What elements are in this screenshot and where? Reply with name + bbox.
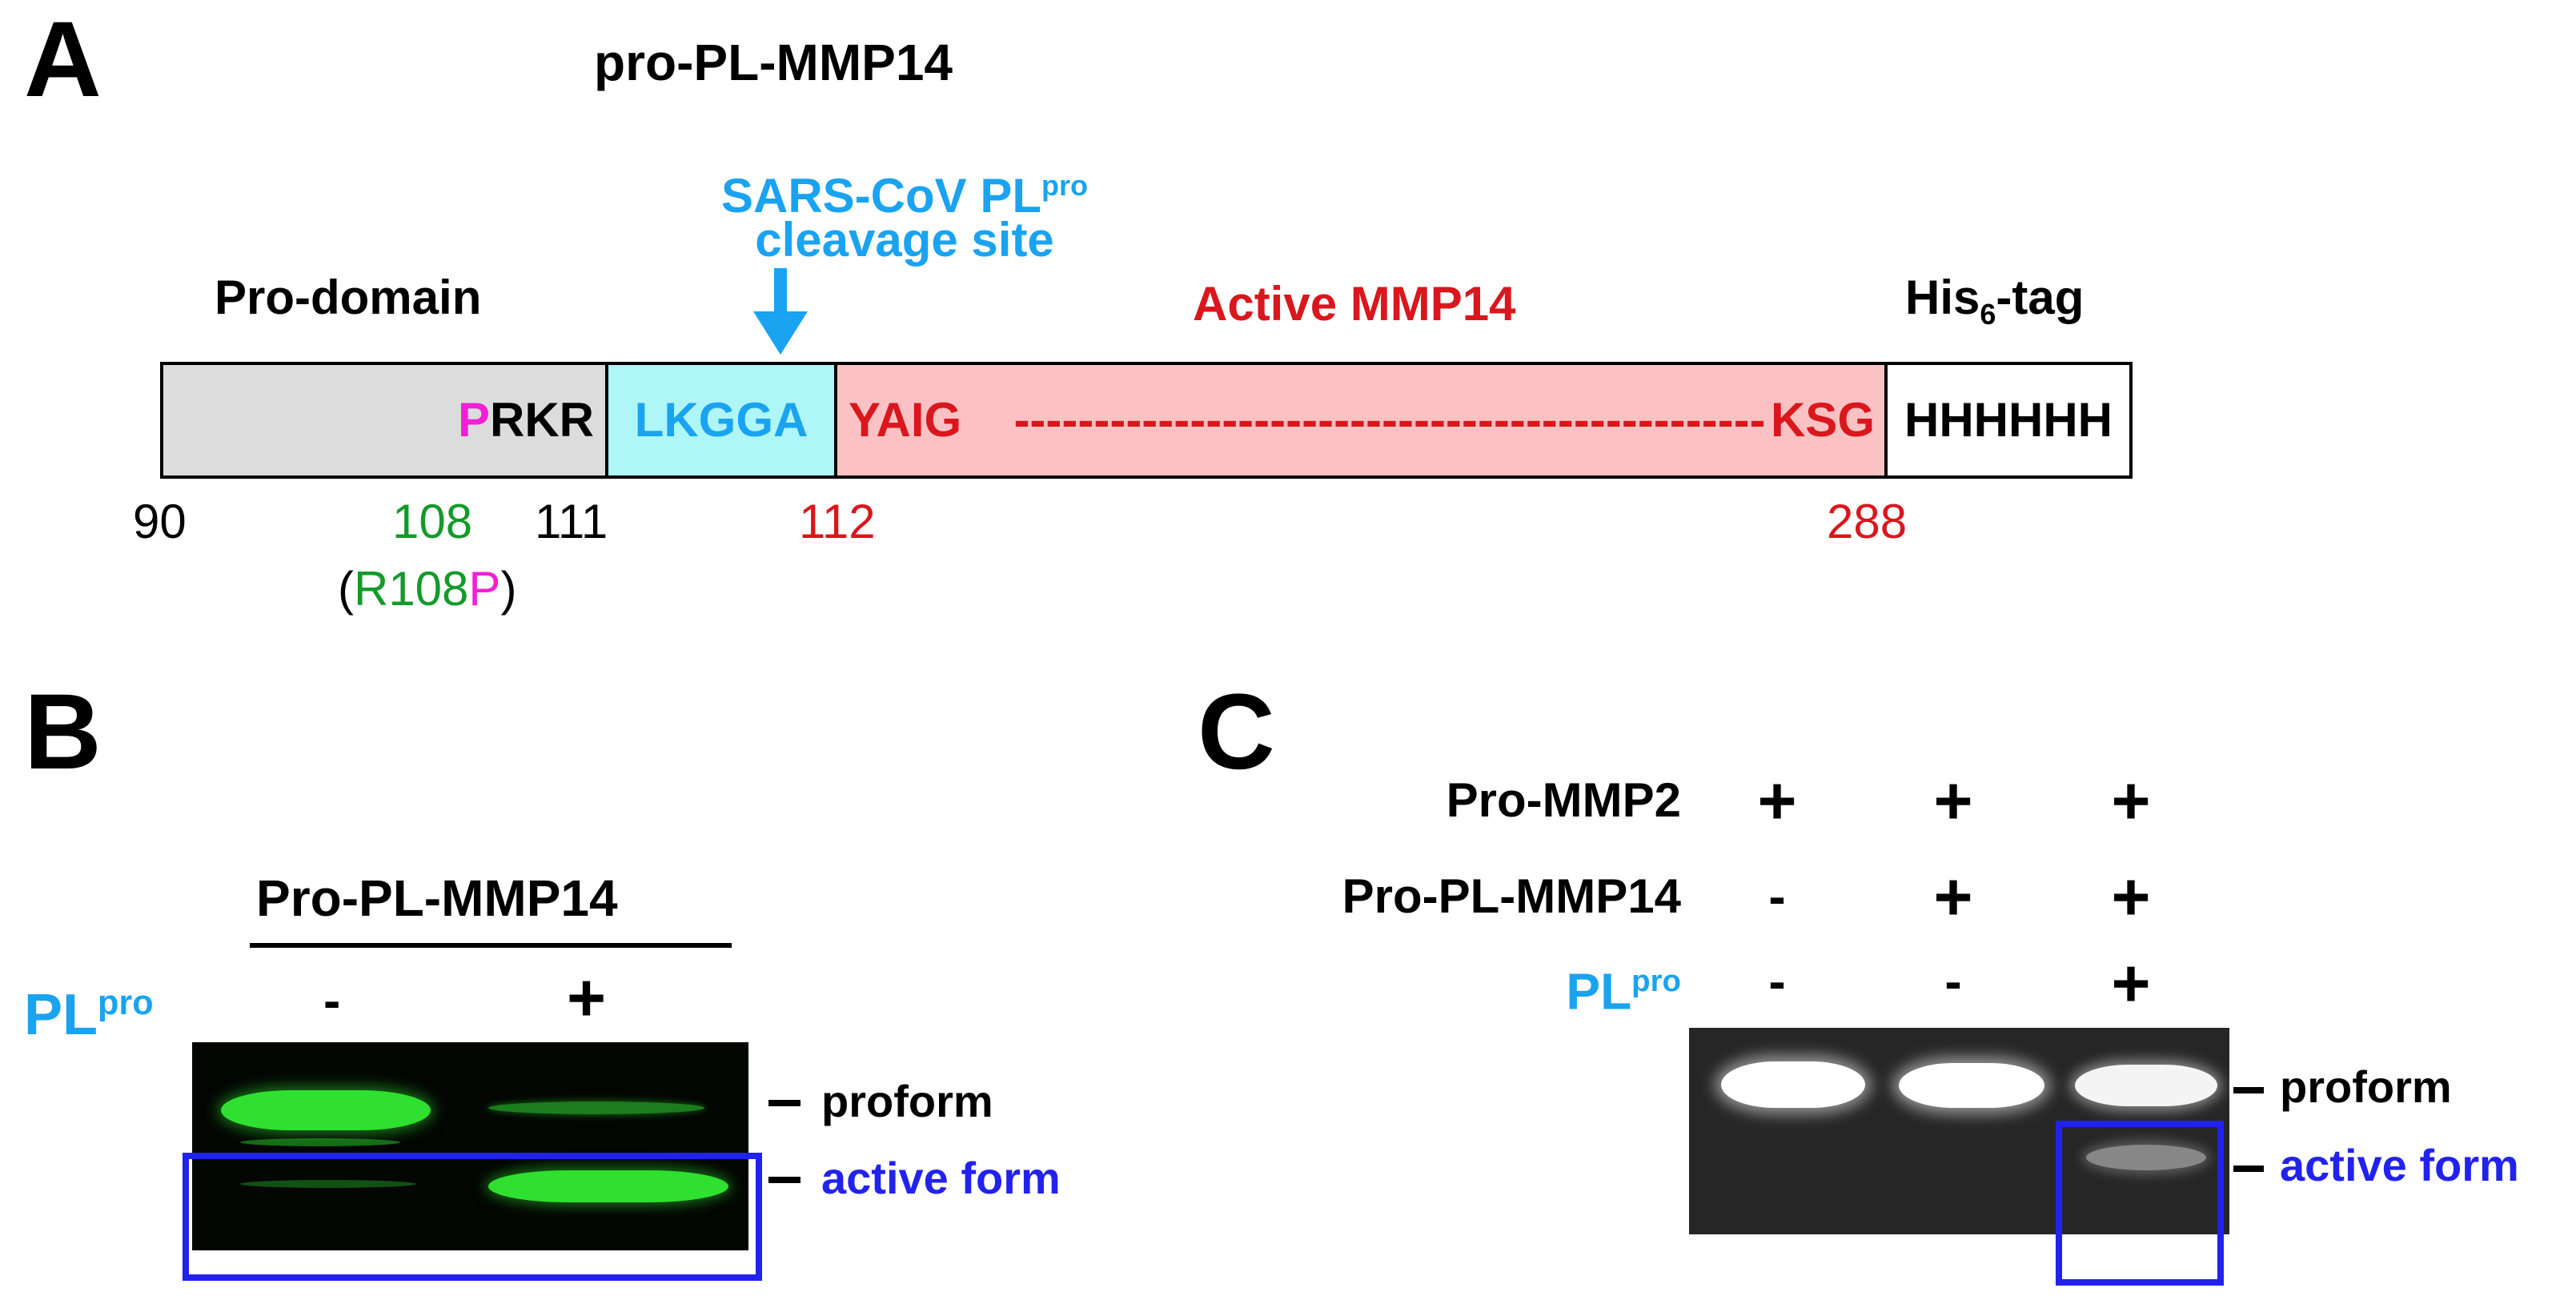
- active-seq-start: YAIG: [849, 393, 962, 447]
- active-seq-dashes: ----------------------------------------…: [1013, 393, 1766, 447]
- pro-residue-p: P: [457, 393, 490, 447]
- active-mmp14-label: Active MMP14: [1193, 277, 1516, 331]
- blot-band-proform-lane1: [221, 1090, 431, 1130]
- construct-title: pro-PL-MMP14: [594, 34, 953, 91]
- prodomain-sequence: PRKR: [458, 365, 594, 475]
- panel-c-row1-label: Pro-MMP2: [1446, 773, 1681, 827]
- panel-b-active-highlight-box: [183, 1153, 762, 1281]
- cleavage-site-title: SARS-CoV PLpro: [664, 160, 1145, 222]
- panel-label-a: A: [24, 0, 102, 119]
- mutation-p: P: [468, 562, 501, 616]
- cleavage-arrow-icon: [753, 268, 808, 355]
- blot-band-active-lane2: [488, 1170, 728, 1202]
- prodomain-segment: PRKR: [160, 362, 608, 479]
- position-108: 108: [392, 495, 473, 548]
- cleavage-title-main: SARS-CoV PL: [720, 169, 1042, 223]
- his-tag-label: His6-tag: [1905, 266, 2084, 347]
- western-blot-gel: [192, 1042, 748, 1250]
- panel-c-r3-l2-sign: -: [1944, 953, 1962, 1010]
- panel-b-lane1-sign: -: [323, 972, 341, 1029]
- panel-c-row3-label-sup: pro: [1631, 964, 1681, 998]
- panel-label-c: C: [1198, 672, 1275, 792]
- panel-c-proform-label: proform: [2280, 1061, 2452, 1112]
- panel-b-active-tick: [768, 1177, 800, 1183]
- blot-band-proform-lane2: [488, 1101, 704, 1114]
- panel-c-r2-l2-sign: +: [1933, 859, 1973, 934]
- blot-band-active-lane1: [240, 1180, 416, 1188]
- panel-c-r2-l3-sign: +: [2111, 859, 2151, 934]
- position-288: 288: [1827, 495, 1908, 548]
- mutation-open: (: [338, 562, 354, 616]
- cleavage-site-subtitle: cleavage site: [755, 213, 1054, 267]
- panel-b-row-label-main: PL: [24, 983, 98, 1047]
- panel-b-proform-label: proform: [821, 1076, 993, 1126]
- panel-c-r3-l1-sign: -: [1768, 953, 1786, 1010]
- panel-c-row3-label: PLpro: [1281, 949, 1681, 1023]
- his-tag-segment: HHHHHH: [1884, 362, 2133, 479]
- zymo-band-proform-lane1: [1721, 1061, 1865, 1108]
- panel-label-b: B: [24, 672, 102, 792]
- zymo-band-proform-lane3: [2075, 1065, 2217, 1106]
- pro-residue-rkr: RKR: [490, 393, 594, 447]
- panel-b-active-label: active form: [821, 1153, 1061, 1203]
- active-seq-end: KSG: [1770, 393, 1875, 447]
- panel-c-row2-label: Pro-PL-MMP14: [1342, 869, 1681, 923]
- his-tag-main: His: [1905, 271, 1980, 324]
- panel-b-header: Pro-PL-MMP14: [256, 869, 618, 927]
- mutation-r108: R108: [353, 562, 469, 616]
- panel-b-row-label: PLpro: [24, 967, 154, 1051]
- panel-b-proform-tick: [768, 1100, 800, 1106]
- his-tag-sequence: HHHHHH: [1904, 393, 2113, 447]
- panel-c-active-label: active form: [2280, 1140, 2519, 1190]
- blot-band-proform-lane1-lower: [240, 1138, 400, 1146]
- position-90: 90: [133, 495, 187, 548]
- cleavage-site-sequence: LKGGA: [634, 393, 809, 447]
- panel-c-active-tick: [2233, 1166, 2264, 1172]
- zymo-band-active-lane3: [2086, 1145, 2206, 1170]
- panel-b-row-label-sup: pro: [98, 984, 154, 1022]
- position-111: 111: [535, 495, 608, 548]
- cleavage-title-sup: pro: [1041, 169, 1089, 202]
- his-tag-rest: -tag: [1996, 271, 2084, 324]
- panel-b-lane2-sign: +: [567, 960, 607, 1035]
- mutation-label: (R108P): [338, 557, 516, 621]
- panel-c-active-highlight-box: [2056, 1121, 2224, 1286]
- zymography-gel: [1689, 1028, 2229, 1234]
- panel-c-row3-label-main: PL: [1566, 962, 1632, 1021]
- his-tag-sub: 6: [1980, 298, 1996, 331]
- panel-c-r1-l3-sign: +: [2111, 763, 2151, 838]
- prodomain-label: Pro-domain: [215, 271, 482, 324]
- panel-c-r1-l2-sign: +: [1933, 763, 1973, 838]
- active-mmp14-segment: YAIG -----------------------------------…: [834, 362, 1888, 479]
- zymo-band-proform-lane2: [1899, 1063, 2044, 1108]
- mutation-close: ): [500, 562, 517, 616]
- position-112: 112: [799, 495, 876, 548]
- panel-c-r1-l1-sign: +: [1757, 763, 1797, 838]
- panel-c-r3-l3-sign: +: [2111, 945, 2151, 1021]
- cleavage-site-segment: LKGGA: [605, 362, 837, 479]
- panel-c-r2-l1-sign: -: [1768, 868, 1786, 925]
- panel-c-proform-tick: [2233, 1087, 2264, 1093]
- panel-b-header-rule: [250, 943, 732, 948]
